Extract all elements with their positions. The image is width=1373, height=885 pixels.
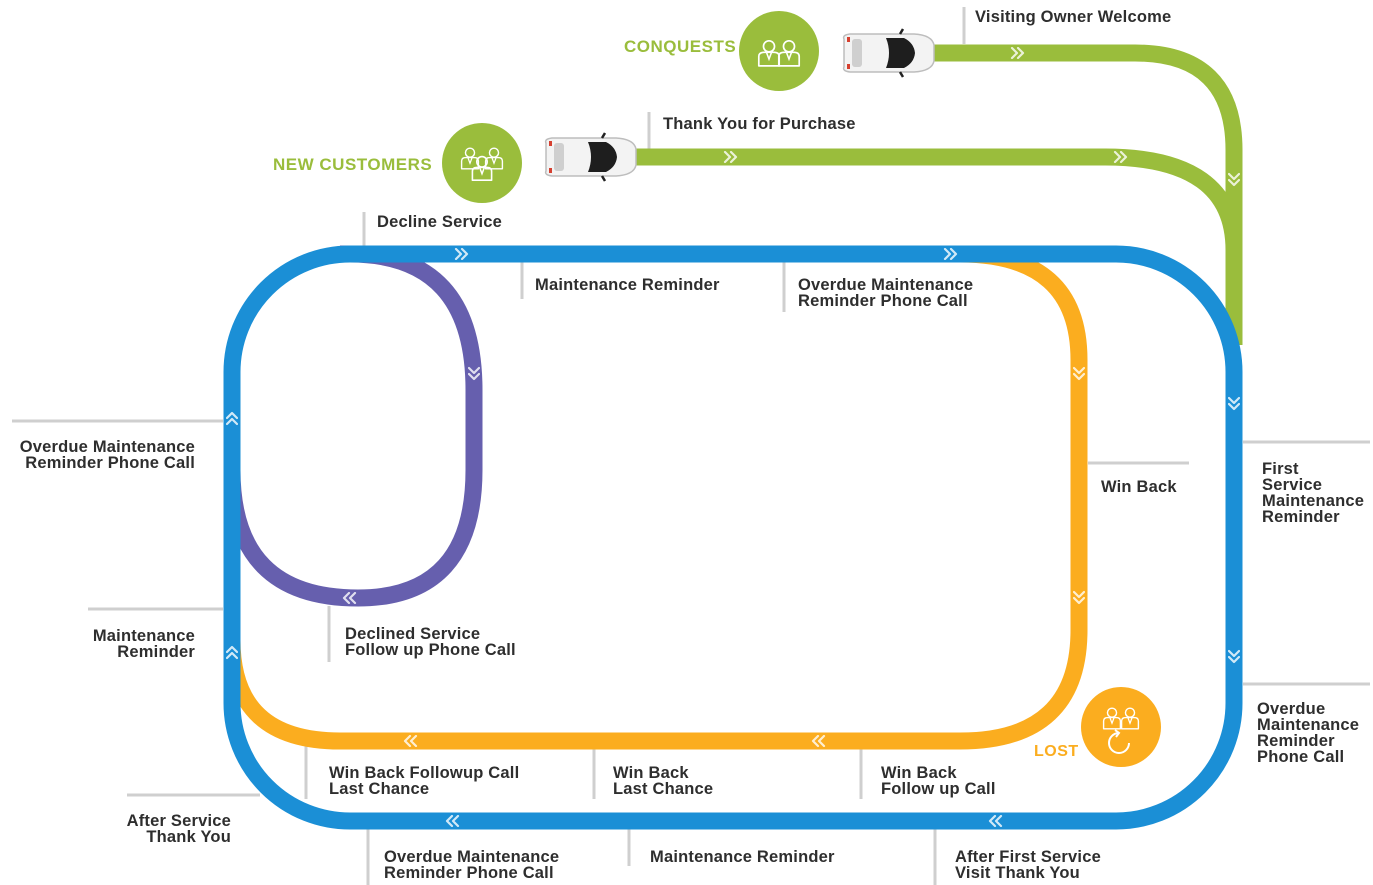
purple-loop-track (223, 245, 483, 607)
label-decline-service: Decline Service (377, 213, 502, 231)
segment-title-conquests: CONQUESTS (624, 37, 737, 56)
label-maintenance-reminder-bottom: Maintenance Reminder (650, 848, 835, 866)
people-return-icon-lost (1081, 687, 1161, 767)
people-group-icon-new-customers (442, 123, 522, 203)
people-group-icon-conquests (739, 11, 819, 91)
label-maintenance-reminder-top: Maintenance Reminder (535, 276, 720, 294)
segment-title-lost: LOST (1034, 743, 1079, 760)
label-thank-you-purchase: Thank You for Purchase (663, 115, 856, 133)
tick-lines (12, 7, 1370, 885)
orange-loop-track (223, 245, 1088, 750)
blue-main-track (223, 245, 1243, 830)
label-win-back: Win Back (1101, 478, 1177, 496)
segment-title-new-customers: NEW CUSTOMERS (273, 155, 433, 174)
label-visiting-owner-welcome: Visiting Owner Welcome (975, 8, 1172, 26)
car-icon-new-customers (544, 131, 638, 183)
car-icon-conquests (842, 27, 936, 79)
